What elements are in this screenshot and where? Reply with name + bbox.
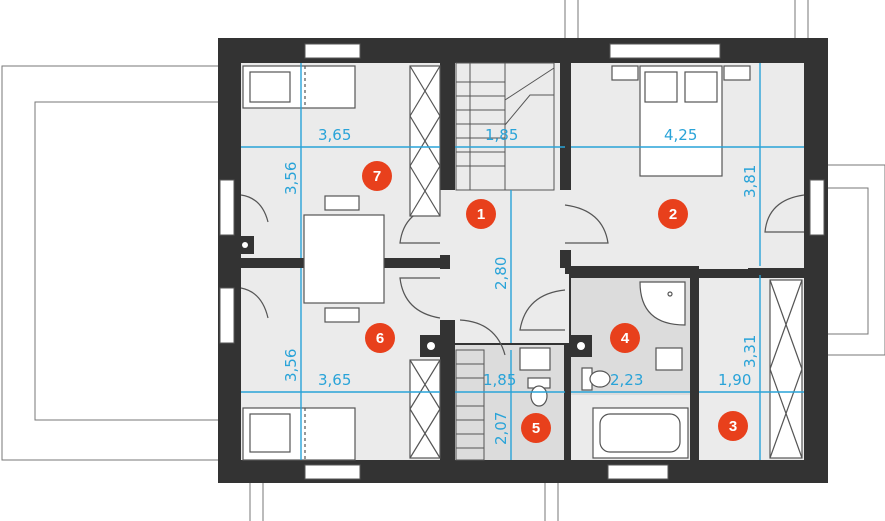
dim-bath5-depth: 2,07 <box>492 412 510 445</box>
dim-room2-depth: 3,81 <box>741 165 759 198</box>
stairs-icon <box>455 349 485 461</box>
dim-room2-width: 4,25 <box>664 126 697 144</box>
hall-door-gap-right <box>560 190 580 250</box>
room-marker-2: 2 <box>658 199 688 229</box>
svg-text:3: 3 <box>729 418 737 435</box>
bed-icon <box>242 407 356 461</box>
room-marker-7: 7 <box>362 161 392 191</box>
shower-icon <box>639 281 686 326</box>
wardrobe-icon <box>409 65 441 217</box>
sink-icon <box>519 347 683 371</box>
column-icon <box>236 236 592 357</box>
dimension-labels: 3,65 1,85 4,25 3,56 3,81 2,80 3,56 3,65 … <box>282 126 759 445</box>
svg-text:5: 5 <box>532 420 540 437</box>
dim-room6-width: 3,65 <box>318 371 351 389</box>
svg-text:2: 2 <box>669 206 677 223</box>
dim-hall-depth: 2,80 <box>492 257 510 290</box>
wardrobe-icon <box>409 359 441 459</box>
dimension-lines <box>241 63 804 460</box>
dim-room7-depth: 3,56 <box>282 162 300 195</box>
room-marker-6: 6 <box>365 323 395 353</box>
wardrobe-icon <box>769 279 803 459</box>
table-icon <box>303 195 385 323</box>
dim-bath4-width: 2,23 <box>610 371 643 389</box>
dim-room7-width: 3,65 <box>318 126 351 144</box>
windows <box>219 43 825 480</box>
dim-room3-depth: 3,31 <box>741 335 759 368</box>
dim-room3-width: 1,90 <box>718 371 751 389</box>
svg-text:7: 7 <box>373 168 381 185</box>
svg-text:6: 6 <box>376 330 384 347</box>
room-markers: 1 2 3 4 5 6 7 <box>362 161 748 443</box>
room-marker-1: 1 <box>466 199 496 229</box>
room-marker-3: 3 <box>718 411 748 441</box>
bed-icon <box>242 65 356 109</box>
room-marker-4: 4 <box>610 323 640 353</box>
dim-bath5-width: 1,85 <box>483 371 516 389</box>
toilet-icon <box>527 367 611 407</box>
bathtub-icon <box>592 407 689 459</box>
dim-stair-width: 1,85 <box>485 126 518 144</box>
bed-icon <box>611 65 751 177</box>
svg-text:4: 4 <box>621 330 630 347</box>
svg-text:1: 1 <box>477 206 485 223</box>
stairs-icon <box>455 62 555 191</box>
room-marker-5: 5 <box>521 413 551 443</box>
dim-room6-depth: 3,56 <box>282 349 300 382</box>
